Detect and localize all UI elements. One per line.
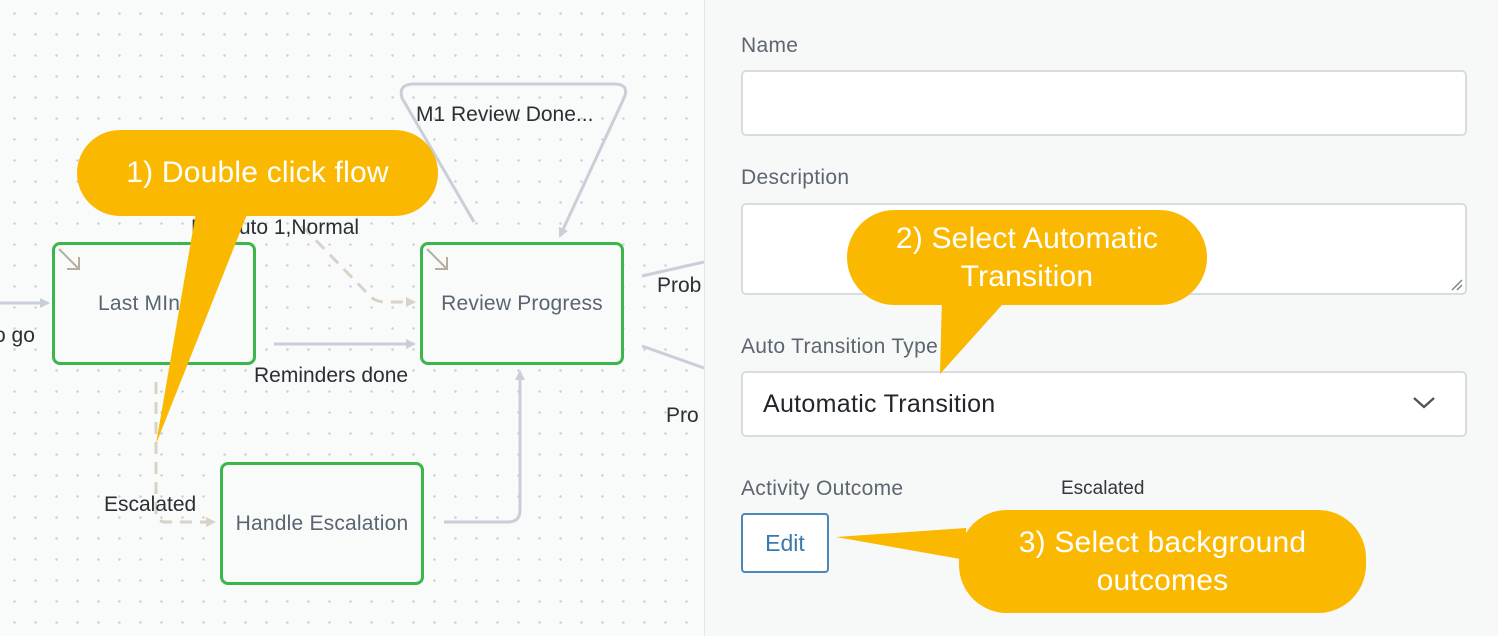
edge-label-m1-review-done[interactable]: M1 Review Done... [416,103,594,126]
edge-label-prob-top[interactable]: Prob [657,274,702,297]
edge-bg-auto-normal[interactable] [300,224,416,307]
workflow-canvas[interactable]: Last MInute Review Progress Handle Escal… [0,0,704,636]
description-field-wrapper [741,203,1467,295]
auto-transition-type-label: Auto Transition Type [741,335,939,358]
description-label: Description [741,166,850,189]
edge-label-reminders-done[interactable]: Reminders done [254,364,409,387]
edge-label-escalated[interactable]: Escalated [104,493,197,516]
description-textarea[interactable] [743,205,1465,293]
start-arrow-icon [58,248,80,270]
edge-prob-bottom[interactable] [641,344,704,370]
node-review-progress[interactable]: Review Progress [420,242,624,365]
chevron-down-icon [1413,397,1435,409]
start-arrow-icon [426,248,448,270]
resize-handle-icon[interactable] [1449,277,1463,291]
name-label: Name [741,34,799,57]
node-label: Handle Escalation [235,511,409,535]
node-last-minute[interactable]: Last MInute [52,242,256,365]
properties-panel: Name Description Auto Transition Type Au… [704,0,1498,636]
edge-label-bg-auto-normal[interactable]: BG auto 1,Normal [191,216,360,239]
activity-outcome-label: Activity Outcome [741,477,904,500]
auto-transition-type-select[interactable]: Automatic Transition [741,371,1467,437]
node-handle-escalation[interactable]: Handle Escalation [220,462,424,585]
name-input[interactable] [743,72,1465,134]
edge-label-prob-bottom[interactable]: Pro [666,404,699,427]
edges-layer [0,82,704,527]
edge-escalation-return[interactable] [444,370,525,524]
edge-label-to-go[interactable]: o go [0,324,35,347]
edit-outcome-button[interactable]: Edit [741,513,829,573]
edge-escalated[interactable] [154,382,216,527]
edge-prob-top[interactable] [641,260,704,278]
edge-m1-review-loop[interactable] [399,82,628,238]
selected-value: Automatic Transition [763,389,996,418]
name-field-wrapper [741,70,1467,136]
node-label: Last MInute [98,291,210,315]
activity-outcome-value: Escalated [1061,478,1145,499]
node-label: Review Progress [441,291,603,315]
